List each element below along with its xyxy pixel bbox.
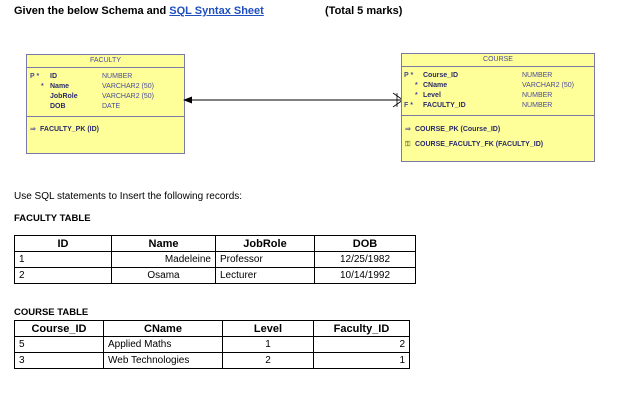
column-type: VARCHAR2 (50): [522, 82, 574, 89]
foreign-key-icon: ⚿: [405, 141, 411, 148]
column-name: JobRole: [50, 93, 78, 100]
column-type: VARCHAR2 (50): [102, 83, 154, 90]
column-header: Course_ID: [14, 320, 104, 337]
column-key: P *: [30, 73, 40, 80]
column-header: DOB: [314, 235, 416, 252]
key-icon: ⇒: [30, 126, 36, 133]
column-key: *: [41, 83, 44, 90]
table-cell: Web Technologies: [103, 352, 223, 369]
column-name: Name: [50, 83, 70, 90]
column-header: JobRole: [215, 235, 315, 252]
table-cell: 2: [14, 267, 112, 284]
course-column-row: * CName VARCHAR2 (50): [402, 81, 594, 90]
column-header: Level: [222, 320, 314, 337]
index-label: FACULTY_PK (ID): [40, 126, 99, 133]
faculty-table-label: FACULTY TABLE: [14, 213, 91, 224]
column-header: Faculty_ID: [313, 320, 410, 337]
table-cell: Applied Maths: [103, 336, 223, 353]
column-name: ID: [50, 73, 57, 80]
table-cell: Professor: [215, 251, 315, 268]
table-cell: 5: [14, 336, 104, 353]
sql-syntax-sheet-link[interactable]: SQL Syntax Sheet: [169, 5, 264, 17]
header-prefix: Given the below Schema and: [14, 5, 170, 17]
table-cell: 1: [313, 352, 410, 369]
crows-foot-icon: [392, 92, 403, 108]
column-type: NUMBER: [522, 72, 553, 79]
column-header: Name: [111, 235, 216, 252]
column-type: NUMBER: [522, 92, 553, 99]
course-table-label: COURSE TABLE: [14, 307, 89, 318]
course-column-row: F * FACULTY_ID NUMBER: [402, 101, 594, 110]
column-key: *: [415, 82, 418, 89]
column-key: F *: [404, 102, 413, 109]
column-type: NUMBER: [102, 73, 133, 80]
column-type: VARCHAR2 (50): [102, 93, 154, 100]
column-name: CName: [423, 82, 448, 89]
course-entity-columns: P * Course_ID NUMBER * CName VARCHAR2 (5…: [402, 67, 594, 116]
course-entity-title: COURSE: [402, 54, 594, 67]
total-marks: (Total 5 marks): [325, 5, 403, 17]
table-header-row: Course_ID CName Level Faculty_ID: [14, 320, 410, 337]
table-cell: 2: [222, 352, 314, 369]
table-cell: 12/25/1982: [314, 251, 416, 268]
column-name: Course_ID: [423, 72, 459, 79]
key-icon: ⇒: [405, 126, 411, 133]
table-cell: Lecturer: [215, 267, 315, 284]
table-row: 1 Madeleine Professor 12/25/1982: [14, 251, 416, 268]
table-header-row: ID Name JobRole DOB: [14, 235, 416, 252]
table-row: 3 Web Technologies 2 1: [14, 352, 410, 369]
table-cell: Osama: [111, 267, 216, 284]
course-table: Course_ID CName Level Faculty_ID 5 Appli…: [14, 320, 410, 369]
table-cell: Madeleine: [111, 251, 216, 268]
faculty-column-row: * Name VARCHAR2 (50): [27, 82, 184, 91]
column-type: DATE: [102, 103, 121, 110]
column-header: ID: [14, 235, 112, 252]
table-cell: 2: [313, 336, 410, 353]
course-column-row: P * Course_ID NUMBER: [402, 71, 594, 80]
index-label: COURSE_FACULTY_FK (FACULTY_ID): [415, 141, 544, 148]
column-header: CName: [103, 320, 223, 337]
table-row: 5 Applied Maths 1 2: [14, 336, 410, 353]
faculty-entity-title: FACULTY: [27, 55, 184, 68]
faculty-column-row: JobRole VARCHAR2 (50): [27, 92, 184, 101]
faculty-table: ID Name JobRole DOB 1 Madeleine Professo…: [14, 235, 416, 284]
course-column-row: * Level NUMBER: [402, 91, 594, 100]
column-key: *: [415, 92, 418, 99]
table-cell: 3: [14, 352, 104, 369]
column-name: DOB: [50, 103, 66, 110]
course-pk-index: ⇒ COURSE_PK (Course_ID): [402, 124, 594, 135]
column-name: Level: [423, 92, 441, 99]
column-key: P *: [404, 72, 414, 79]
table-cell: 1: [222, 336, 314, 353]
course-entity: COURSE P * Course_ID NUMBER * CName VARC…: [401, 53, 595, 162]
course-fk-index: ⚿ COURSE_FACULTY_FK (FACULTY_ID): [402, 139, 594, 150]
faculty-column-row: DOB DATE: [27, 102, 184, 111]
column-type: NUMBER: [522, 102, 553, 109]
faculty-column-row: P * ID NUMBER: [27, 72, 184, 81]
table-cell: 10/14/1992: [314, 267, 416, 284]
arrow-head-icon: [183, 96, 192, 104]
index-label: COURSE_PK (Course_ID): [415, 126, 501, 133]
column-name: FACULTY_ID: [423, 102, 466, 109]
table-cell: 1: [14, 251, 112, 268]
faculty-entity: FACULTY P * ID NUMBER * Name VARCHAR2 (5…: [26, 54, 185, 154]
faculty-pk-index: ⇒ FACULTY_PK (ID): [27, 124, 184, 135]
relationship-connector: [183, 92, 403, 108]
table-row: 2 Osama Lecturer 10/14/1992: [14, 267, 416, 284]
instruction-text: Use SQL statements to Insert the followi…: [14, 191, 243, 202]
question-header: Given the below Schema and SQL Syntax Sh…: [14, 5, 264, 17]
faculty-entity-columns: P * ID NUMBER * Name VARCHAR2 (50) JobRo…: [27, 68, 184, 117]
